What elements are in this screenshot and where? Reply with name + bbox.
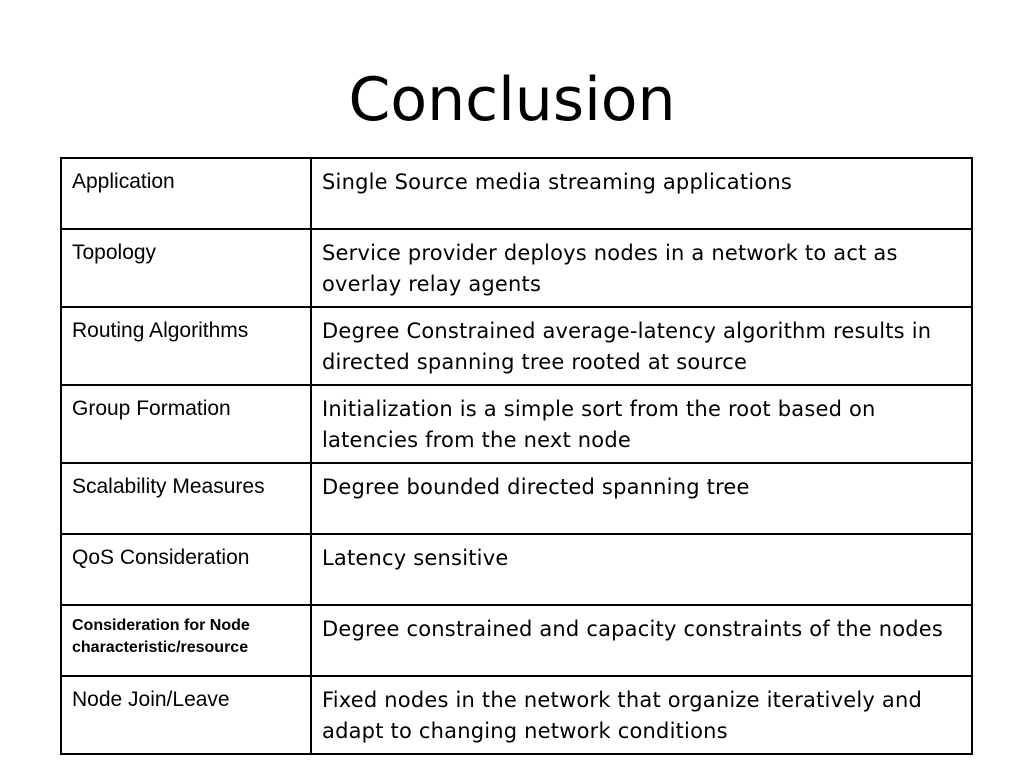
row-value: Fixed nodes in the network that organize… [310,675,973,755]
row-value: Single Source media streaming applicatio… [310,157,973,230]
table-row: Application Single Source media streamin… [60,157,973,230]
row-label: Scalability Measures [60,462,312,535]
table-row: QoS Consideration Latency sensitive [60,533,973,606]
table-row: Group Formation Initialization is a simp… [60,384,973,464]
table-row: Node Join/Leave Fixed nodes in the netwo… [60,675,973,755]
table-row: Topology Service provider deploys nodes … [60,228,973,308]
table-row: Consideration for Node characteristic/re… [60,604,973,677]
row-label: Application [60,157,312,230]
row-label: Group Formation [60,384,312,464]
table-row: Routing Algorithms Degree Constrained av… [60,306,973,386]
row-value: Degree constrained and capacity constrai… [310,604,973,677]
row-label: Consideration for Node characteristic/re… [60,604,312,677]
row-value: Degree bounded directed spanning tree [310,462,973,535]
row-value: Service provider deploys nodes in a netw… [310,228,973,308]
row-label: Routing Algorithms [60,306,312,386]
row-label: Topology [60,228,312,308]
row-value: Degree Constrained average-latency algor… [310,306,973,386]
row-label: Node Join/Leave [60,675,312,755]
slide-title: Conclusion [348,65,676,135]
table-row: Scalability Measures Degree bounded dire… [60,462,973,535]
row-value: Initialization is a simple sort from the… [310,384,973,464]
row-value: Latency sensitive [310,533,973,606]
conclusion-table: Application Single Source media streamin… [60,157,973,755]
row-label: QoS Consideration [60,533,312,606]
